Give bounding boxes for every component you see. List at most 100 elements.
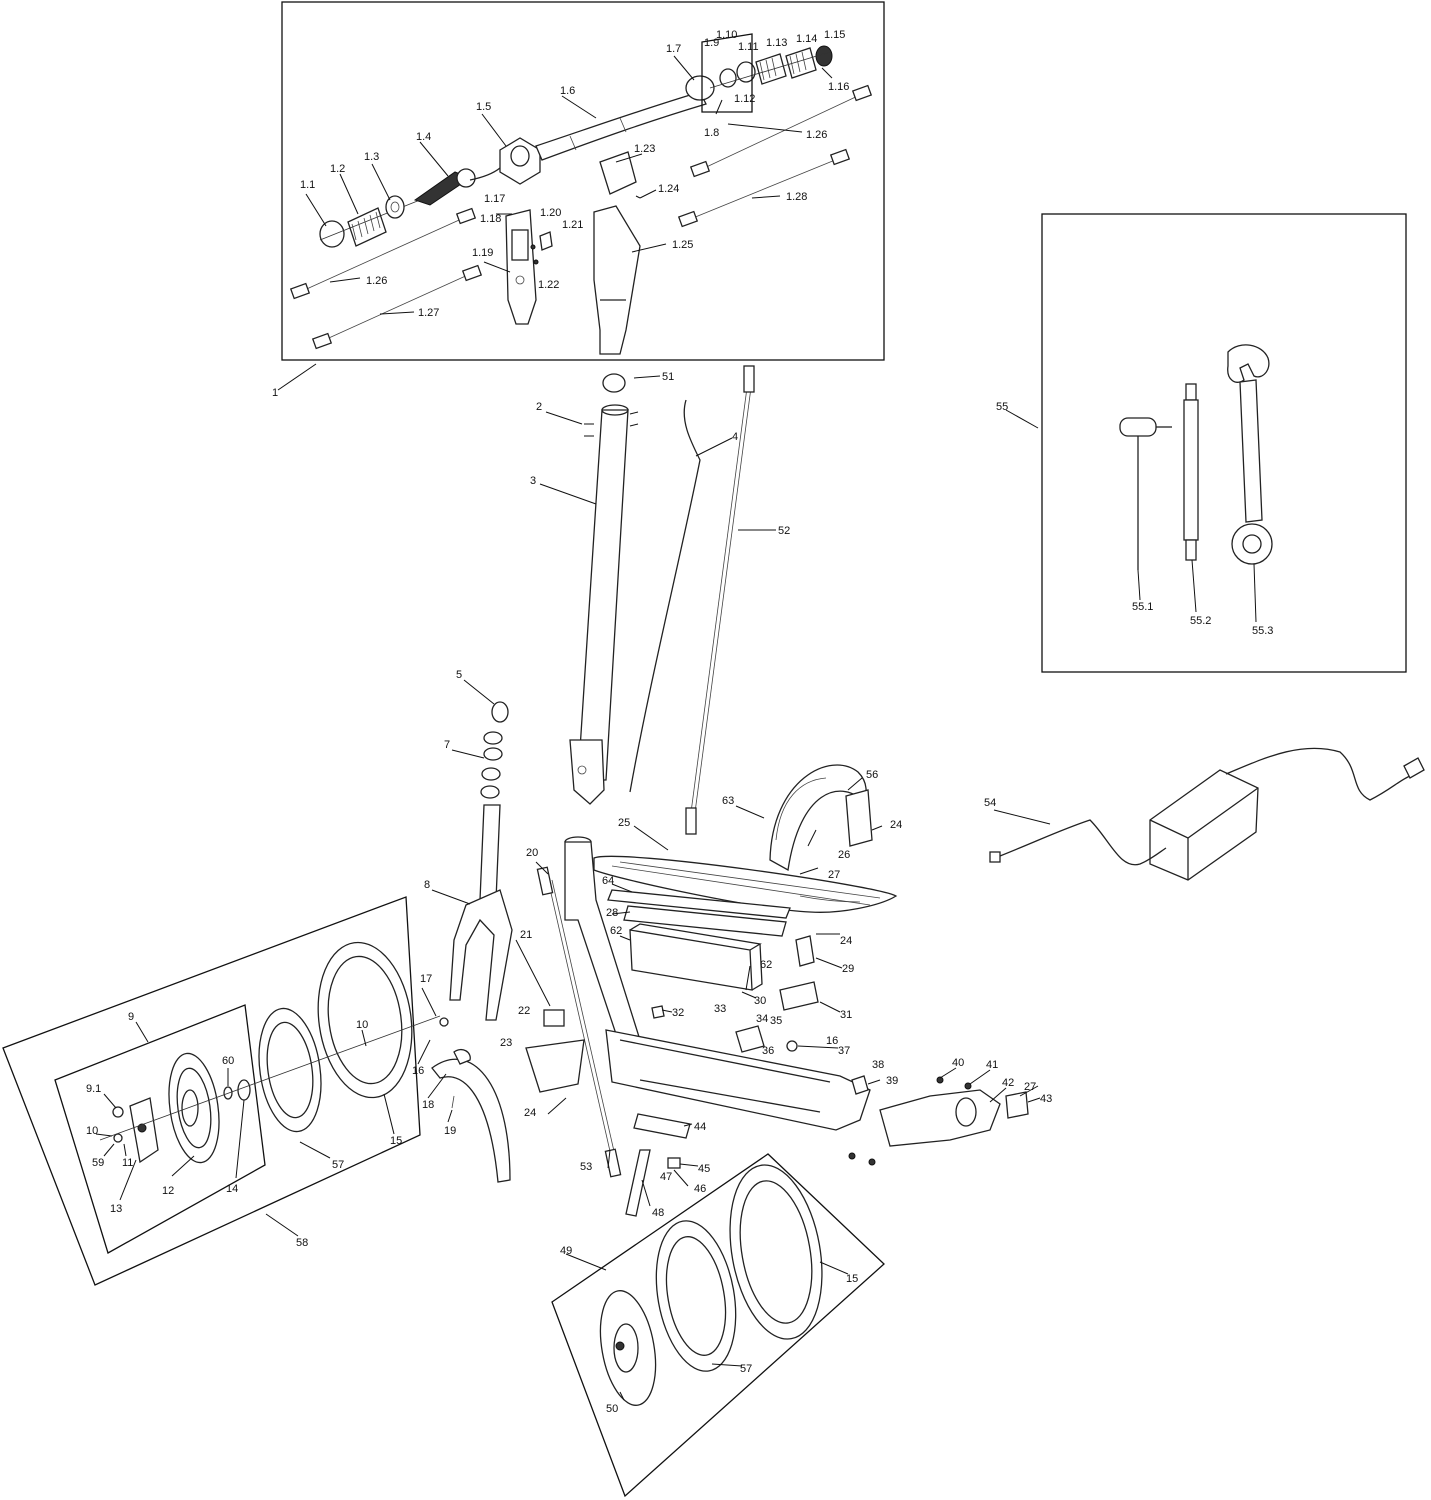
- callout-45: 45: [698, 1163, 710, 1175]
- callout-12: 12: [162, 1185, 174, 1197]
- callout-44: 44: [694, 1121, 706, 1133]
- callout-50: 50: [606, 1403, 618, 1415]
- brake-lever-part: [413, 167, 501, 206]
- callout-60: 60: [222, 1055, 234, 1067]
- callout-33: 33: [714, 1003, 726, 1015]
- left-grip-parts: [319, 195, 421, 248]
- fork-part: [449, 701, 513, 1021]
- callout-1.27: 1.27: [418, 307, 439, 319]
- callout-16-deck: 16: [826, 1035, 838, 1047]
- bracket-parts: [525, 1009, 585, 1093]
- callout-55.2: 55.2: [1190, 615, 1211, 627]
- stem-clamp-parts: [505, 209, 553, 325]
- callout-51: 51: [662, 371, 674, 383]
- callout-29: 29: [842, 963, 854, 975]
- callout-42: 42: [1002, 1077, 1014, 1089]
- callout-55.3: 55.3: [1252, 625, 1273, 637]
- callout-30: 30: [754, 995, 766, 1007]
- callout-55: 55: [996, 401, 1008, 413]
- front-wheel-parts: [99, 941, 441, 1164]
- deck-frame-part: [605, 1029, 871, 1131]
- front-wheel-assembly-box: [2, 896, 421, 1286]
- callout-1.24: 1.24: [658, 183, 679, 195]
- deck-grip-parts: [607, 889, 791, 937]
- battery-part: [629, 923, 763, 991]
- callout-1.12: 1.12: [734, 93, 755, 105]
- callout-10-hub: 10: [86, 1125, 98, 1137]
- callout-1.26-left: 1.26: [366, 275, 387, 287]
- callout-1.1: 1.1: [300, 179, 315, 191]
- callout-34: 34: [756, 1013, 768, 1025]
- callout-17: 17: [420, 973, 432, 985]
- callout-1.15: 1.15: [824, 29, 845, 41]
- callout-1.25: 1.25: [672, 239, 693, 251]
- stem-head-part: [593, 151, 641, 355]
- callout-57-rear: 57: [740, 1363, 752, 1375]
- callout-24-deck: 24: [840, 935, 852, 947]
- callout-48: 48: [652, 1207, 664, 1219]
- callout-1.13: 1.13: [766, 37, 787, 49]
- callout-35: 35: [770, 1015, 782, 1027]
- callout-31: 31: [840, 1009, 852, 1021]
- callout-1.26-right: 1.26: [806, 129, 827, 141]
- callout-13: 13: [110, 1203, 122, 1215]
- callout-1.14: 1.14: [796, 33, 817, 45]
- kickstand-parts: [625, 1113, 691, 1217]
- callout-21: 21: [520, 929, 532, 941]
- callout-37: 37: [838, 1045, 850, 1057]
- callout-19: 19: [444, 1125, 456, 1137]
- cable-connectors-top: [289, 84, 873, 350]
- callout-1.8: 1.8: [704, 127, 719, 139]
- callout-2: 2: [536, 401, 542, 413]
- callout-62-right: 62: [760, 959, 772, 971]
- callout-3: 3: [530, 475, 536, 487]
- callout-1: 1: [272, 387, 278, 399]
- callout-52: 52: [778, 525, 790, 537]
- callout-41: 41: [986, 1059, 998, 1071]
- callout-63: 63: [722, 795, 734, 807]
- callout-27-rear: 27: [1024, 1081, 1036, 1093]
- callout-62-battery: 62: [610, 925, 622, 937]
- deck-top-plate-part: [593, 855, 898, 913]
- callout-1.4: 1.4: [416, 131, 431, 143]
- callout-53: 53: [580, 1161, 592, 1173]
- callout-1.5: 1.5: [476, 101, 491, 113]
- misc-small-parts: [651, 1005, 876, 1166]
- callout-labels: 1.1 1.2 1.3 1.4 1.5 1.6 1.7 1.8 1.9 1.10…: [86, 29, 1273, 1415]
- callout-25: 25: [618, 817, 630, 829]
- right-grip-parts: [685, 33, 833, 113]
- callout-1.23: 1.23: [634, 143, 655, 155]
- callout-9.1: 9.1: [86, 1083, 101, 1095]
- callout-40: 40: [952, 1057, 964, 1069]
- callout-8: 8: [424, 879, 430, 891]
- tool-parts: [1119, 344, 1273, 570]
- callout-43: 43: [1040, 1093, 1052, 1105]
- callout-1.19: 1.19: [472, 247, 493, 259]
- callout-55.1: 55.1: [1132, 601, 1153, 613]
- callout-1.3: 1.3: [364, 151, 379, 163]
- handlebar-assembly-box: [281, 1, 885, 361]
- callout-27-fender: 27: [828, 869, 840, 881]
- callout-59: 59: [92, 1157, 104, 1169]
- callout-54: 54: [984, 797, 996, 809]
- callout-1.11: 1.11: [738, 41, 759, 53]
- callout-24-fender: 24: [890, 819, 902, 831]
- front-hub-motor-box: [54, 1004, 266, 1254]
- controller-part: [779, 935, 819, 1011]
- callout-22: 22: [518, 1005, 530, 1017]
- callout-38: 38: [872, 1059, 884, 1071]
- rear-wheel-assembly-box: [551, 1153, 885, 1498]
- callout-1.22: 1.22: [538, 279, 559, 291]
- callout-15-rear: 15: [846, 1273, 858, 1285]
- callout-16-front: 16: [412, 1065, 424, 1077]
- callout-1.28: 1.28: [786, 191, 807, 203]
- callout-5: 5: [456, 669, 462, 681]
- callout-64: 64: [602, 875, 614, 887]
- callout-46: 46: [694, 1183, 706, 1195]
- callout-39: 39: [886, 1075, 898, 1087]
- callout-57-front: 57: [332, 1159, 344, 1171]
- callout-1.7: 1.7: [666, 43, 681, 55]
- callout-18: 18: [422, 1099, 434, 1111]
